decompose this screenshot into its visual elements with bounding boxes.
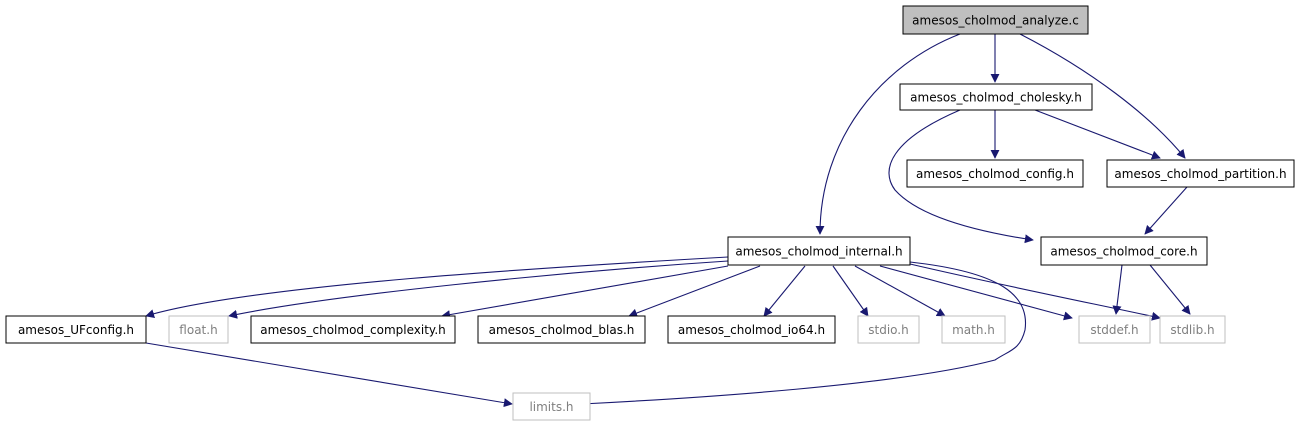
edge-internal-float: [228, 260, 729, 319]
node-analyze-label: amesos_cholmod_analyze.c: [912, 14, 1079, 28]
node-blas-label: amesos_cholmod_blas.h: [489, 323, 635, 337]
node-math[interactable]: math.h: [941, 315, 1006, 344]
edge-analyze-internal: [815, 33, 961, 235]
node-core[interactable]: amesos_cholmod_core.h: [1040, 236, 1208, 266]
edge-internal-stddef: [879, 265, 1073, 321]
edge-ufconfig-limits: [145, 342, 513, 408]
node-limits[interactable]: limits.h: [512, 392, 591, 421]
node-complexity[interactable]: amesos_cholmod_complexity.h: [250, 315, 456, 344]
node-config[interactable]: amesos_cholmod_config.h: [906, 159, 1084, 188]
node-complexity-label: amesos_cholmod_complexity.h: [260, 323, 446, 337]
node-stddef[interactable]: stddef.h: [1078, 315, 1151, 344]
node-cholesky-label: amesos_cholmod_cholesky.h: [910, 91, 1082, 105]
edge-internal-blas: [628, 265, 761, 318]
edge-cholesky-partition: [1034, 109, 1161, 160]
node-internal[interactable]: amesos_cholmod_internal.h: [727, 236, 911, 266]
node-config-label: amesos_cholmod_config.h: [916, 167, 1074, 181]
edge-analyze-partition: [1019, 33, 1186, 159]
node-stdlib[interactable]: stdlib.h: [1159, 315, 1226, 344]
node-math-label: math.h: [952, 323, 995, 337]
node-stdio[interactable]: stdio.h: [857, 315, 920, 344]
node-cholesky[interactable]: amesos_cholmod_cholesky.h: [899, 83, 1093, 111]
edge-internal-ufconfig: [145, 256, 729, 319]
node-partition[interactable]: amesos_cholmod_partition.h: [1106, 159, 1295, 188]
edge-partition-core: [1144, 186, 1188, 235]
edge-core-stddef: [1112, 264, 1123, 315]
node-limits-label: limits.h: [529, 400, 573, 414]
edge-internal-io64: [763, 265, 806, 317]
node-float-label: float.h: [179, 323, 217, 337]
node-stddef-label: stddef.h: [1090, 323, 1138, 337]
node-ufconfig[interactable]: amesos_UFconfig.h: [5, 315, 147, 344]
edge-internal-math: [854, 265, 946, 317]
node-ufconfig-label: amesos_UFconfig.h: [18, 323, 134, 337]
node-analyze[interactable]: amesos_cholmod_analyze.c: [902, 5, 1089, 35]
node-blas[interactable]: amesos_cholmod_blas.h: [477, 315, 646, 344]
edge-internal-stdlib: [909, 263, 1161, 321]
node-stdlib-label: stdlib.h: [1170, 323, 1214, 337]
node-internal-label: amesos_cholmod_internal.h: [735, 245, 902, 259]
node-io64-label: amesos_cholmod_io64.h: [678, 323, 825, 337]
node-partition-label: amesos_cholmod_partition.h: [1114, 167, 1286, 181]
node-core-label: amesos_cholmod_core.h: [1050, 245, 1197, 259]
edge-core-stdlib: [1149, 264, 1191, 315]
edge-internal-limits: [581, 261, 1027, 409]
node-io64[interactable]: amesos_cholmod_io64.h: [667, 315, 836, 344]
edge-cholesky-core: [888, 109, 1034, 244]
edge-internal-stdio: [832, 265, 869, 317]
node-float[interactable]: float.h: [168, 315, 229, 344]
edge-internal-complexity: [441, 265, 729, 320]
node-stdio-label: stdio.h: [868, 323, 908, 337]
